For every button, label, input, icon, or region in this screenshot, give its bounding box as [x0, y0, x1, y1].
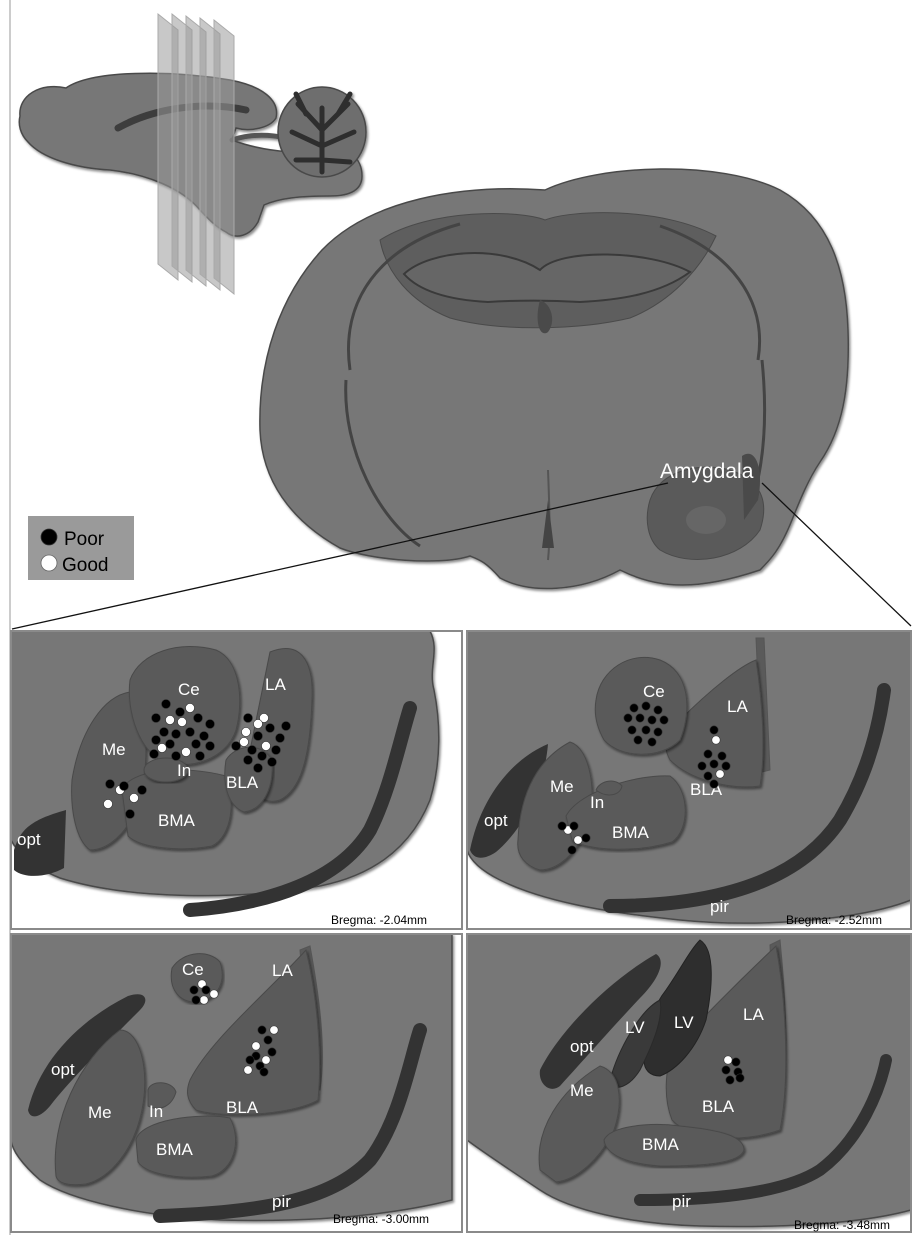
coronal-planes [158, 14, 234, 294]
label-in: In [590, 793, 604, 812]
label-ce: Ce [643, 682, 665, 701]
label-la: LA [265, 675, 286, 694]
label-la: LA [743, 1005, 764, 1024]
bregma-label: Bregma: -2.04mm [331, 913, 427, 927]
label-in: In [177, 761, 191, 780]
label-opt: opt [17, 830, 41, 849]
label-me: Me [88, 1103, 112, 1122]
legend-good-label: Good [62, 555, 108, 576]
label-me: Me [550, 777, 574, 796]
callout-line-right [762, 483, 911, 626]
label-bma: BMA [158, 811, 196, 830]
label-me: Me [570, 1081, 594, 1100]
panel-bregma-2-52: Ce LA Me In BLA BMA opt pir Bregma: -2.5… [467, 631, 911, 929]
label-opt: opt [484, 811, 508, 830]
label-bma: BMA [642, 1135, 680, 1154]
panel-bregma-3-48: LV LV LA opt Me BLA BMA pir Bregma: -3.4… [467, 934, 911, 1232]
label-pir: pir [710, 897, 729, 916]
label-pir: pir [272, 1192, 291, 1211]
bregma-label: Bregma: -3.48mm [794, 1218, 890, 1232]
legend: Poor Good [28, 516, 134, 580]
label-in: In [149, 1102, 163, 1121]
label-lv-right: LV [674, 1013, 694, 1032]
legend-poor-dot [41, 529, 57, 545]
bregma-label: Bregma: -3.00mm [333, 1212, 429, 1226]
panel-bregma-3-00: Ce LA Me In BLA BMA opt pir Bregma: -3.0… [11, 934, 462, 1232]
label-bma: BMA [612, 823, 650, 842]
label-bla: BLA [226, 1098, 259, 1117]
label-bma: BMA [156, 1140, 194, 1159]
label-pir: pir [672, 1192, 691, 1211]
label-opt: opt [570, 1037, 594, 1056]
panel-bregma-2-04: Ce LA Me In BLA BMA opt pir Bregma: -2.0… [11, 631, 462, 929]
legend-poor-label: Poor [64, 529, 105, 550]
legend-good-dot [41, 555, 57, 571]
label-lv-left: LV [625, 1018, 645, 1037]
label-pir: pir [282, 898, 301, 917]
coronal-brain-section [260, 169, 848, 589]
cerebellum [278, 87, 366, 177]
amygdala-callout-label: Amygdala [660, 460, 754, 483]
label-la: LA [272, 961, 293, 980]
label-ce: Ce [182, 960, 204, 979]
label-bla: BLA [702, 1097, 735, 1116]
label-opt: opt [51, 1060, 75, 1079]
label-bla: BLA [226, 773, 259, 792]
label-la: LA [727, 697, 748, 716]
label-ce: Ce [178, 680, 200, 699]
bregma-label: Bregma: -2.52mm [786, 913, 882, 927]
label-me: Me [102, 740, 126, 759]
